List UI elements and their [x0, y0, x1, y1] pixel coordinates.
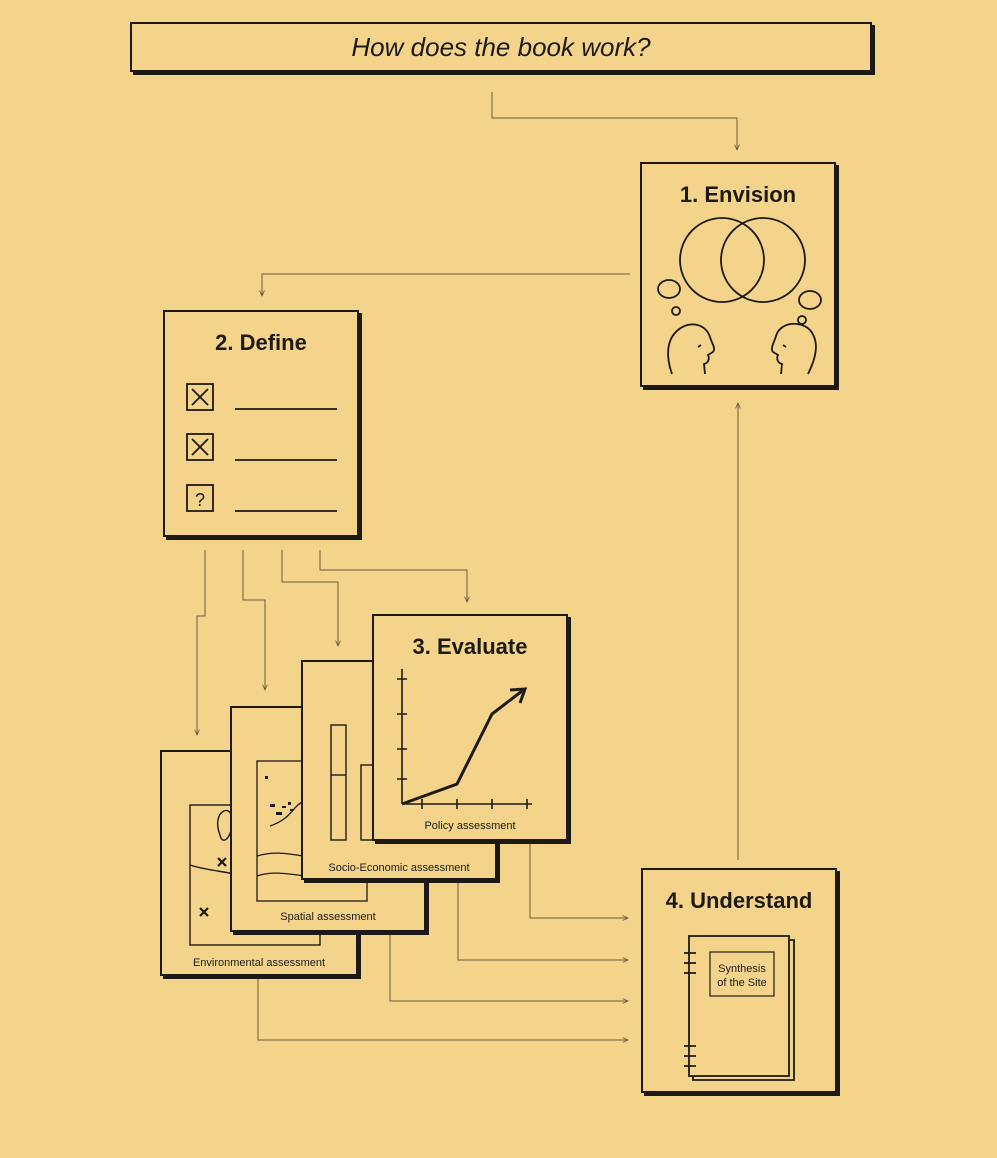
thought-bubble-right-large — [798, 290, 822, 310]
arrow-define-to-spatial — [242, 550, 265, 690]
envision-illustration — [657, 217, 822, 375]
evaluate-title: 3. Evaluate — [412, 634, 528, 659]
idea-circle-left — [679, 217, 765, 303]
title-box: How does the book work? — [130, 22, 872, 72]
evaluate-card: 3. Evaluate Policy assessment — [372, 614, 568, 841]
spatial-caption: Spatial assessment — [280, 911, 376, 923]
arrow-policy-to-understand — [529, 842, 628, 918]
x-mark-icon — [199, 907, 209, 917]
arrow-define-to-socio-economic — [281, 550, 338, 646]
person-left-icon — [667, 323, 715, 375]
x-mark-icon — [217, 857, 227, 867]
thought-bubble-left-small — [671, 306, 681, 316]
understand-title: 4. Understand — [665, 888, 813, 913]
envision-title: 1. Envision — [679, 182, 797, 207]
checkbox-2 — [186, 433, 214, 461]
trend-line — [401, 689, 523, 806]
book-cover — [688, 935, 790, 1077]
define-card: 2. Define ? — [163, 310, 359, 537]
arrow-spatial-to-understand — [389, 930, 628, 1001]
book-label-line-1: Synthesis — [718, 963, 766, 975]
thought-bubble-left-large — [657, 279, 681, 299]
book-illustration: Synthesis of the Site — [684, 935, 795, 1081]
book-spine-shadow — [692, 939, 795, 1081]
define-title: 2. Define — [215, 330, 307, 355]
arrow-environmental-to-understand — [257, 975, 628, 1040]
title-text: How does the book work? — [351, 31, 651, 62]
checkbox-1 — [186, 383, 214, 411]
arrow-define-to-evaluate — [319, 550, 467, 602]
book-label-box — [709, 951, 775, 997]
environmental-caption: Environmental assessment — [192, 957, 326, 969]
envision-card: 1. Envision — [640, 162, 836, 387]
bar-tall — [330, 724, 347, 841]
understand-card: 4. Understand Synthesis of the Site — [641, 868, 837, 1093]
arrow-envision-to-define — [262, 273, 630, 296]
idea-circle-right — [720, 217, 806, 303]
policy-line-graph — [397, 669, 532, 809]
define-checklist: ? — [186, 383, 337, 512]
checkbox-3 — [186, 484, 214, 512]
person-right-icon — [771, 322, 817, 375]
book-label-line-2: of the Site — [717, 977, 767, 989]
arrow-define-to-environmental — [197, 550, 206, 735]
thought-bubble-right-small — [797, 315, 807, 325]
policy-caption: Policy assessment — [424, 820, 516, 832]
arrow-title-to-envision — [491, 92, 737, 150]
trend-arrow-icon — [509, 687, 528, 704]
socio-economic-caption: Socio-Economic assessment — [328, 862, 470, 874]
question-mark: ? — [195, 490, 205, 510]
arrow-socio-economic-to-understand — [457, 880, 628, 960]
